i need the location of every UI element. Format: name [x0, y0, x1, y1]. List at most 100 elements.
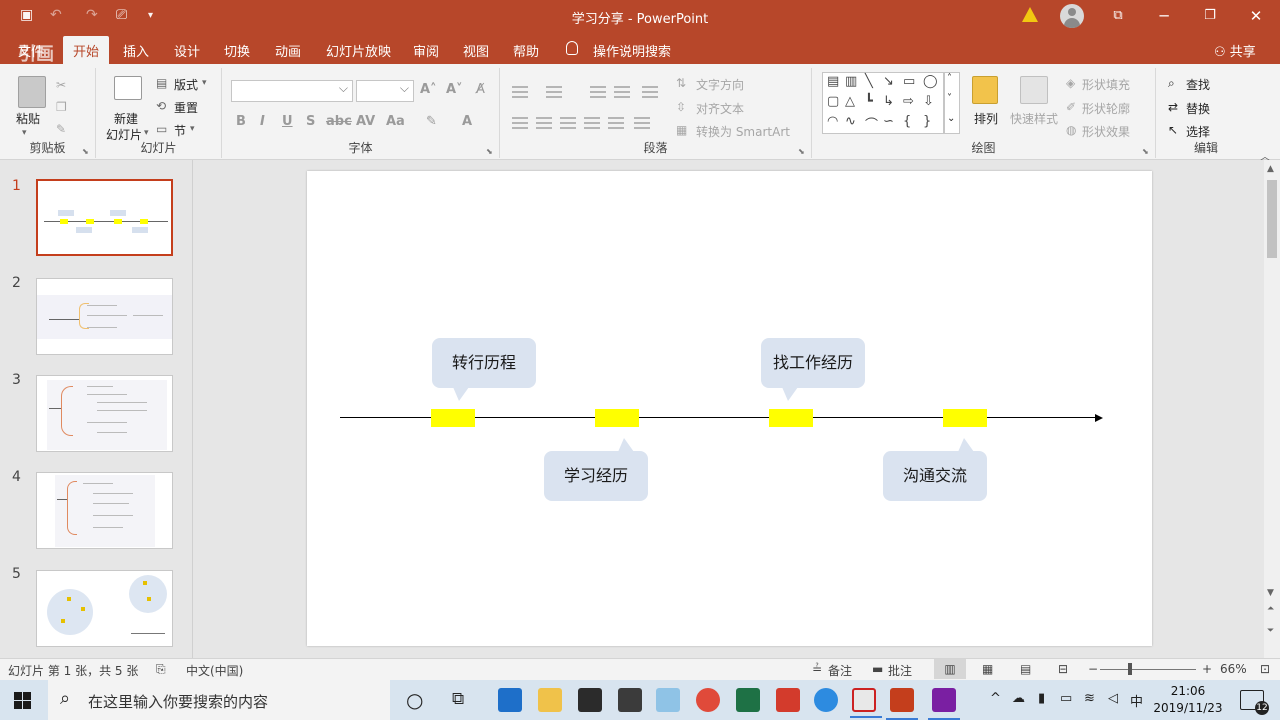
pdf-reader-icon[interactable]: [776, 688, 800, 712]
wave-shape-icon[interactable]: ∽: [883, 114, 894, 129]
shape-outline-button[interactable]: 形状轮廓: [1082, 102, 1131, 116]
slide-thumbnail-5[interactable]: [36, 570, 173, 647]
slide-thumbnail-1[interactable]: [36, 179, 173, 256]
chrome-icon[interactable]: [696, 688, 720, 712]
share-button[interactable]: ⚇ 共享: [1214, 45, 1256, 60]
textbox-shape-icon[interactable]: ▤: [827, 74, 840, 89]
slide-thumbnail-3[interactable]: [36, 375, 173, 452]
change-case-icon[interactable]: Aa: [386, 114, 405, 129]
normal-view-icon[interactable]: ▥: [934, 659, 966, 679]
font-color-icon[interactable]: A: [462, 114, 473, 129]
undo-icon[interactable]: ↶: [50, 7, 62, 23]
notification-center-icon[interactable]: 12: [1240, 690, 1269, 715]
align-left-icon[interactable]: [512, 117, 528, 129]
increase-indent-icon[interactable]: [614, 86, 630, 98]
strikethrough-icon[interactable]: abc: [326, 114, 352, 129]
arc-shape-icon[interactable]: ⌒: [865, 118, 879, 133]
new-slide-dropdown-icon[interactable]: ▾: [144, 128, 149, 138]
arrange-icon[interactable]: [972, 76, 998, 104]
volume-icon[interactable]: ◁: [1108, 691, 1118, 706]
decrease-indent-icon[interactable]: [590, 86, 606, 98]
font-launcher-icon[interactable]: ⬊: [486, 147, 493, 156]
avatar[interactable]: [1060, 4, 1084, 28]
underline-icon[interactable]: U: [282, 114, 293, 129]
microphone-icon[interactable]: ▮: [1038, 691, 1046, 706]
save-icon[interactable]: ▣: [20, 7, 34, 23]
timeline-marker-3[interactable]: [769, 409, 813, 427]
scroll-up-icon[interactable]: ▲: [1267, 164, 1274, 174]
slide-thumbnail-2[interactable]: [36, 278, 173, 355]
warning-icon[interactable]: [1022, 7, 1038, 22]
next-slide-icon[interactable]: ⏷: [1267, 626, 1275, 636]
font-size-combo[interactable]: [356, 80, 414, 102]
slide-sorter-icon[interactable]: ▦: [982, 662, 994, 676]
present-icon[interactable]: ⎚: [116, 7, 128, 23]
gallery-up-icon[interactable]: ˄: [947, 73, 952, 84]
timeline-marker-1[interactable]: [431, 409, 475, 427]
zoom-in-icon[interactable]: +: [1202, 662, 1213, 676]
section-button[interactable]: 节: [174, 124, 187, 138]
customize-qa-icon[interactable]: ▾: [148, 10, 154, 21]
find-icon[interactable]: ⌕: [1168, 76, 1175, 90]
edge-icon[interactable]: [498, 688, 522, 712]
right-brace-shape-icon[interactable]: }: [923, 114, 932, 129]
reset-icon[interactable]: ⟲: [156, 99, 167, 113]
justify-icon[interactable]: [584, 117, 600, 129]
zoom-level[interactable]: 66%: [1220, 662, 1247, 676]
callout-job-hunting[interactable]: 找工作经历: [761, 338, 865, 388]
zoom-out-icon[interactable]: −: [1088, 662, 1099, 676]
align-text-button[interactable]: 对齐文本: [696, 102, 745, 116]
align-text-icon[interactable]: ⇳: [676, 100, 687, 114]
copy-icon[interactable]: ❐: [56, 100, 67, 114]
search-placeholder[interactable]: 在这里输入你要搜索的内容: [88, 693, 269, 711]
new-slide-label-2[interactable]: 幻灯片: [106, 128, 143, 142]
columns-icon[interactable]: [634, 117, 650, 129]
vertical-textbox-shape-icon[interactable]: ▥: [845, 74, 858, 89]
drawing-launcher-icon[interactable]: ⬊: [1142, 147, 1149, 156]
shadow-icon[interactable]: S: [306, 114, 316, 129]
scroll-down-icon[interactable]: ▼: [1267, 588, 1274, 598]
tell-me-search[interactable]: 操作说明搜索: [593, 45, 672, 60]
paragraph-launcher-icon[interactable]: ⬊: [798, 147, 805, 156]
ime-indicator[interactable]: 中: [1130, 695, 1144, 710]
timeline-marker-2[interactable]: [595, 409, 639, 427]
windows-start-icon[interactable]: [14, 692, 31, 709]
task-view-icon[interactable]: ⧉: [452, 689, 465, 709]
tab-home[interactable]: 开始: [63, 36, 110, 64]
slide-canvas[interactable]: 转行历程 找工作经历 学习经历 沟通交流: [307, 171, 1152, 646]
replace-icon[interactable]: ⇄: [1168, 100, 1179, 114]
minimize-button[interactable]: ─: [1159, 7, 1169, 25]
arrange-button[interactable]: 排列: [974, 112, 999, 126]
layout-icon[interactable]: ▤: [156, 76, 168, 90]
paste-button[interactable]: 粘贴: [16, 112, 41, 126]
down-arrow-shape-icon[interactable]: ⇩: [923, 94, 934, 109]
new-slide-label-1[interactable]: 新建: [114, 112, 139, 126]
app-icon[interactable]: [656, 688, 680, 712]
tab-help[interactable]: 帮助: [513, 45, 540, 60]
arrow-line-shape-icon[interactable]: ↘: [883, 74, 894, 89]
tab-transitions[interactable]: 切换: [224, 45, 251, 60]
rounded-rect-shape-icon[interactable]: ▢: [827, 94, 840, 109]
comments-button[interactable]: 批注: [888, 664, 913, 678]
tab-design[interactable]: 设计: [174, 45, 201, 60]
fit-to-window-icon[interactable]: ⊡: [1260, 662, 1271, 676]
smartart-icon[interactable]: ▦: [676, 123, 688, 137]
align-right-icon[interactable]: [560, 117, 576, 129]
shapes-gallery-scroll[interactable]: ˄ ˅ ⌄: [944, 72, 960, 134]
grow-font-icon[interactable]: A˄: [420, 82, 437, 97]
tab-review[interactable]: 审阅: [413, 45, 440, 60]
freeform-shape-icon[interactable]: ◠: [827, 114, 839, 129]
format-painter-icon[interactable]: ✎: [56, 122, 67, 136]
scrollbar-thumb[interactable]: [1267, 180, 1277, 258]
line-shape-icon[interactable]: ╲: [865, 74, 873, 89]
shrink-font-icon[interactable]: A˅: [446, 82, 463, 97]
reset-button[interactable]: 重置: [174, 101, 199, 115]
slide-thumbnails-panel[interactable]: 1 2 3 4: [0, 160, 193, 658]
oval-shape-icon[interactable]: ◯: [923, 74, 938, 89]
maximize-button[interactable]: ❐: [1204, 8, 1216, 23]
shape-fill-button[interactable]: 形状填充: [1082, 78, 1131, 92]
reading-view-icon[interactable]: ▤: [1020, 662, 1032, 676]
select-button[interactable]: 选择: [1186, 125, 1211, 139]
ribbon-display-icon[interactable]: ⧉: [1113, 8, 1123, 23]
align-center-icon[interactable]: [536, 117, 552, 129]
